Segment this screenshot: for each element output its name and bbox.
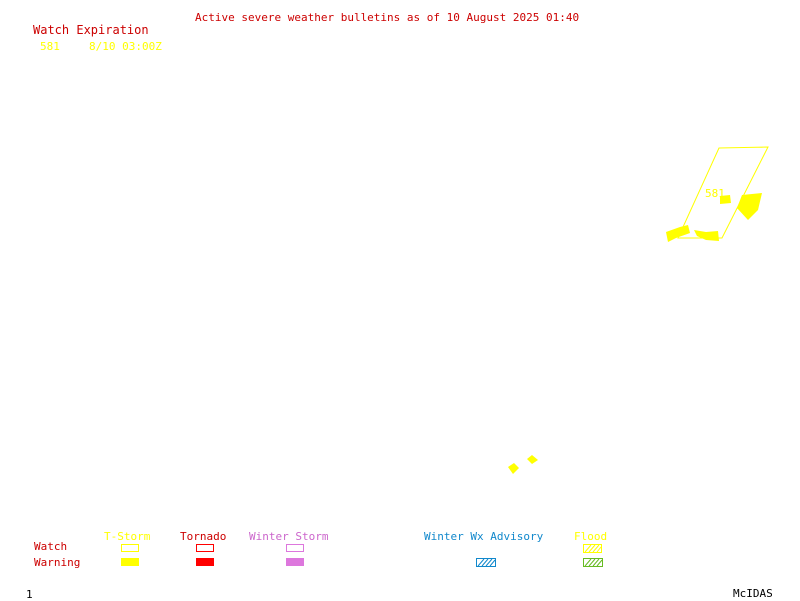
tstorm-warning-polygon bbox=[694, 230, 719, 241]
watch-expiration-time: 8/10 03:00Z bbox=[89, 40, 162, 53]
flood-watch-swatch bbox=[583, 544, 602, 553]
tornado-warning-swatch bbox=[196, 558, 214, 566]
tstorm-watch-box bbox=[677, 146, 769, 239]
legend-row-watch: Watch bbox=[34, 540, 68, 553]
watch-expiration-heading: Watch Expiration bbox=[33, 23, 149, 37]
winter-storm-warning-swatch bbox=[286, 558, 304, 566]
bulletin-title: Active severe weather bulletins as of 10… bbox=[195, 11, 580, 24]
winter-advisory-warning-swatch bbox=[476, 558, 496, 567]
legend-winter-advisory-label: Winter Wx Advisory bbox=[424, 530, 544, 543]
tstorm-warning-polygon bbox=[737, 193, 762, 220]
frame-number: 1 bbox=[26, 588, 33, 601]
mcidas-brand: McIDAS bbox=[733, 587, 773, 600]
flood-warning-swatch bbox=[583, 558, 603, 567]
tstorm-warning-polygon bbox=[720, 195, 731, 204]
legend-row-warning: Warning bbox=[34, 556, 81, 569]
legend-tornado-label: Tornado bbox=[180, 530, 227, 543]
legend-flood-label: Flood bbox=[574, 530, 608, 543]
tstorm-warning-polygon bbox=[508, 463, 519, 474]
legend-tstorm-label: T-Storm bbox=[104, 530, 151, 543]
tstorm-warning-polygon bbox=[527, 455, 538, 464]
watch-box-label: 581 bbox=[705, 187, 725, 200]
tstorm-watch-swatch bbox=[121, 544, 139, 552]
tstorm-warning-polygon bbox=[666, 225, 690, 242]
tornado-watch-swatch bbox=[196, 544, 214, 552]
watch-number: 581 bbox=[40, 40, 60, 53]
legend-winter-storm-label: Winter Storm bbox=[249, 530, 329, 543]
winter-storm-watch-swatch bbox=[286, 544, 304, 552]
tstorm-warning-swatch bbox=[121, 558, 139, 566]
